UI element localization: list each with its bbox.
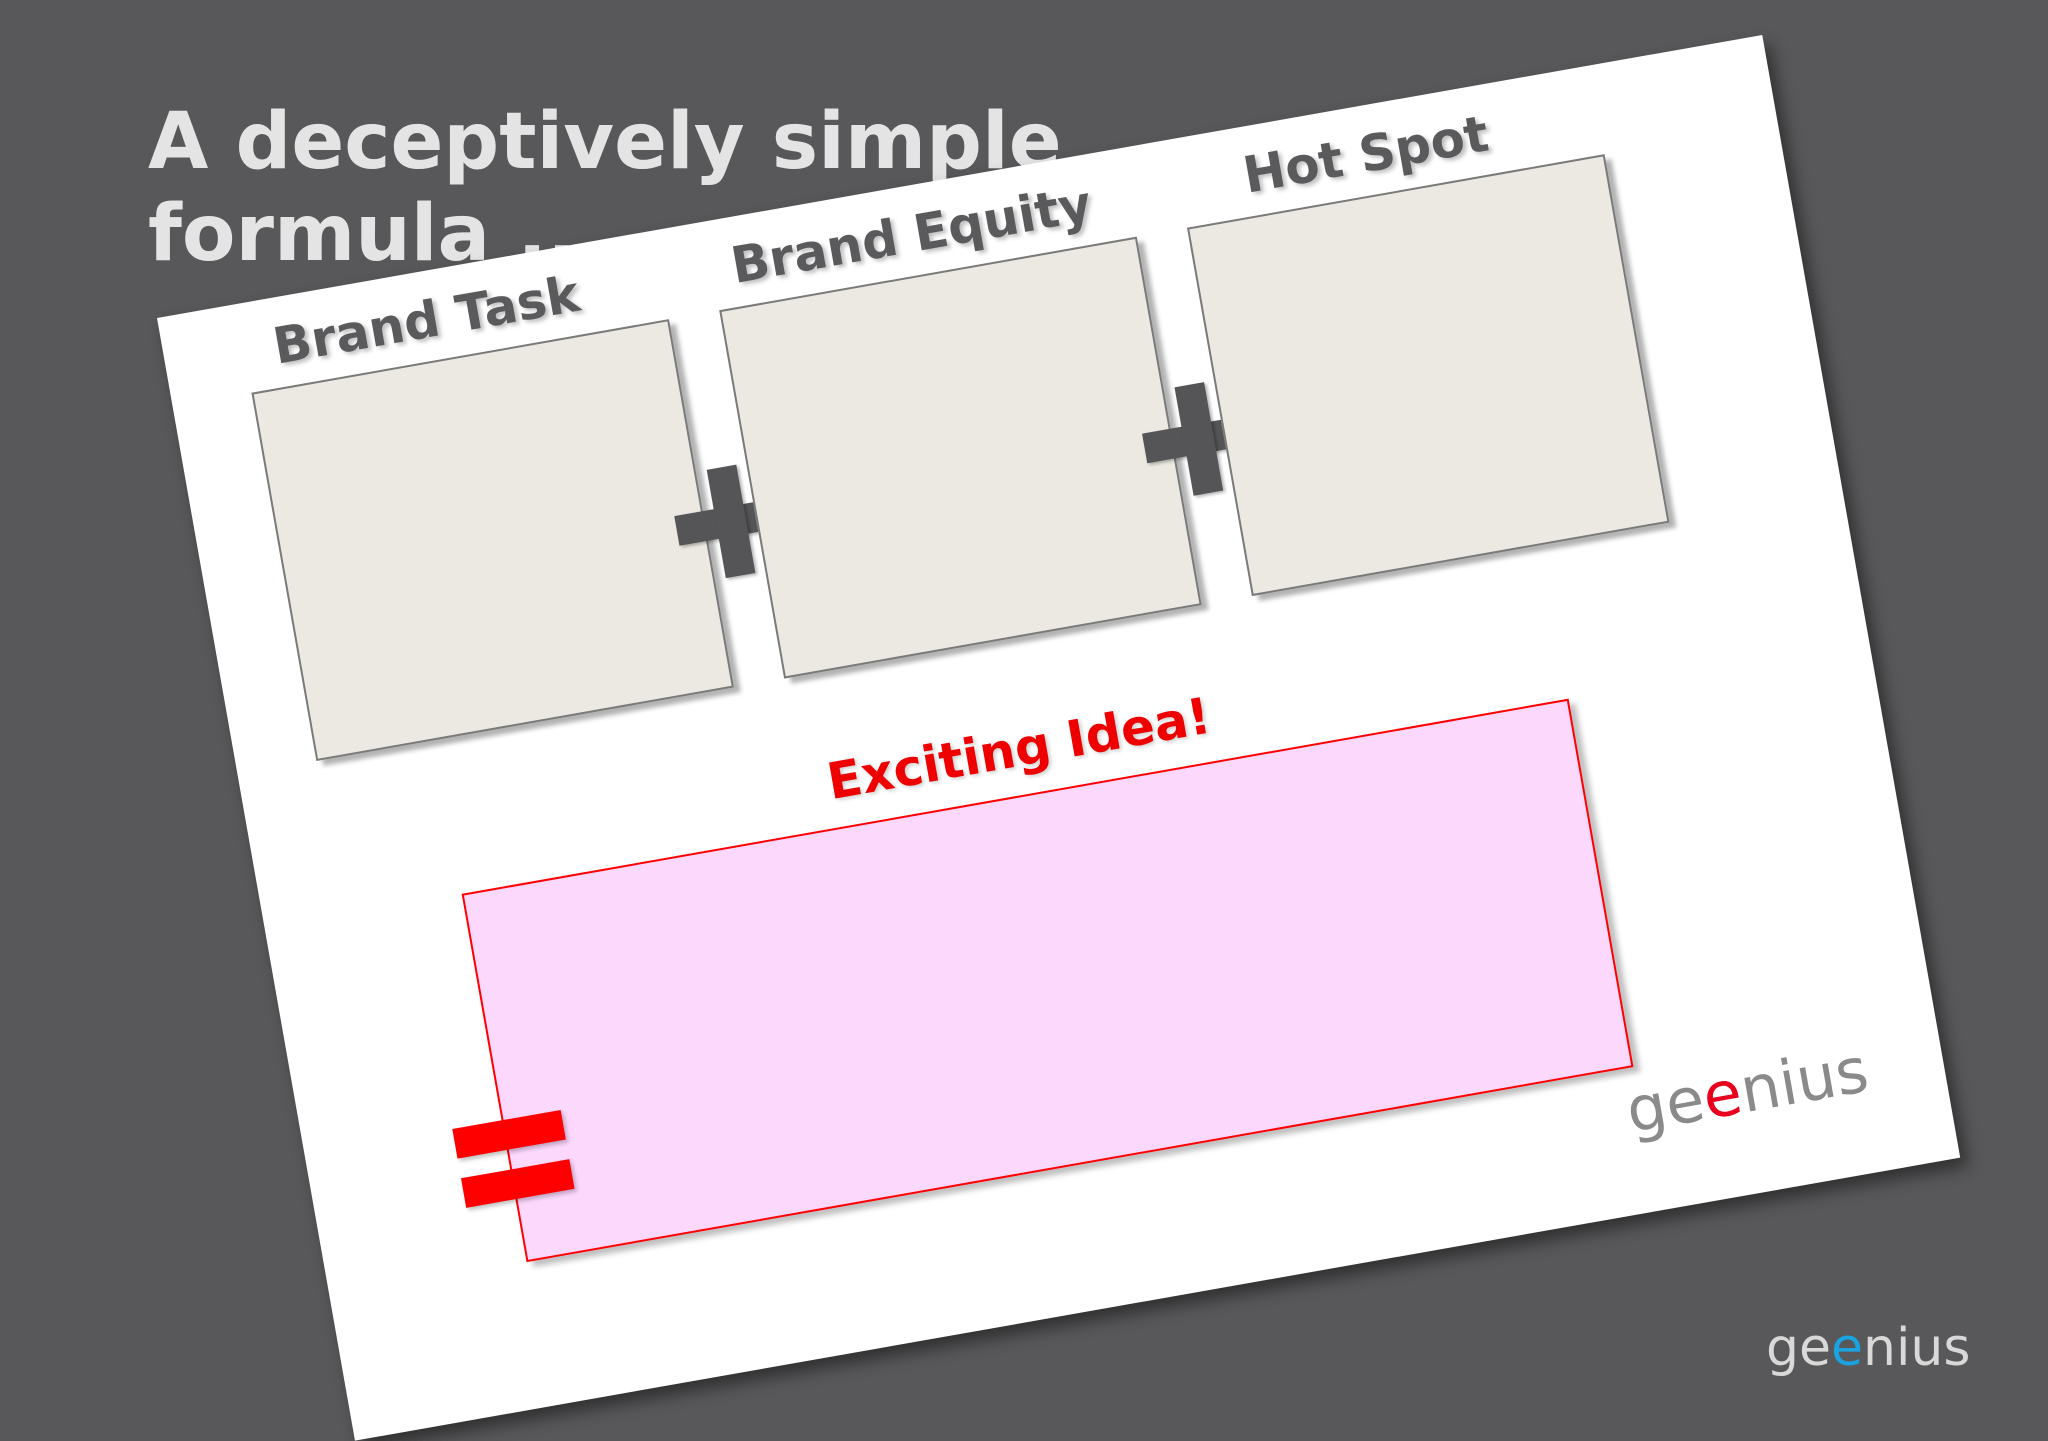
footer-logo-accent: e — [1831, 1318, 1863, 1378]
slide-title: A deceptively simple formula ... — [148, 96, 1062, 280]
equals-sign — [452, 1109, 576, 1218]
exciting-idea-box — [461, 698, 1634, 1263]
brand-task-box — [251, 319, 734, 762]
brand-equity-box — [719, 236, 1202, 679]
equals-bottom-bar — [461, 1159, 575, 1208]
sheet-logo-part-1: ge — [1620, 1061, 1710, 1148]
slide-title-line-1: A deceptively simple — [148, 97, 1062, 187]
hot-spot-box — [1186, 154, 1670, 597]
footer-logo-part-2: nius — [1863, 1318, 1971, 1378]
footer-logo-part-1: ge — [1766, 1318, 1831, 1378]
sheet-logo-part-2: nius — [1734, 1032, 1874, 1128]
sheet-geenius-logo: geenius — [1621, 1033, 1874, 1147]
footer-geenius-logo: geenius — [1766, 1318, 1970, 1378]
